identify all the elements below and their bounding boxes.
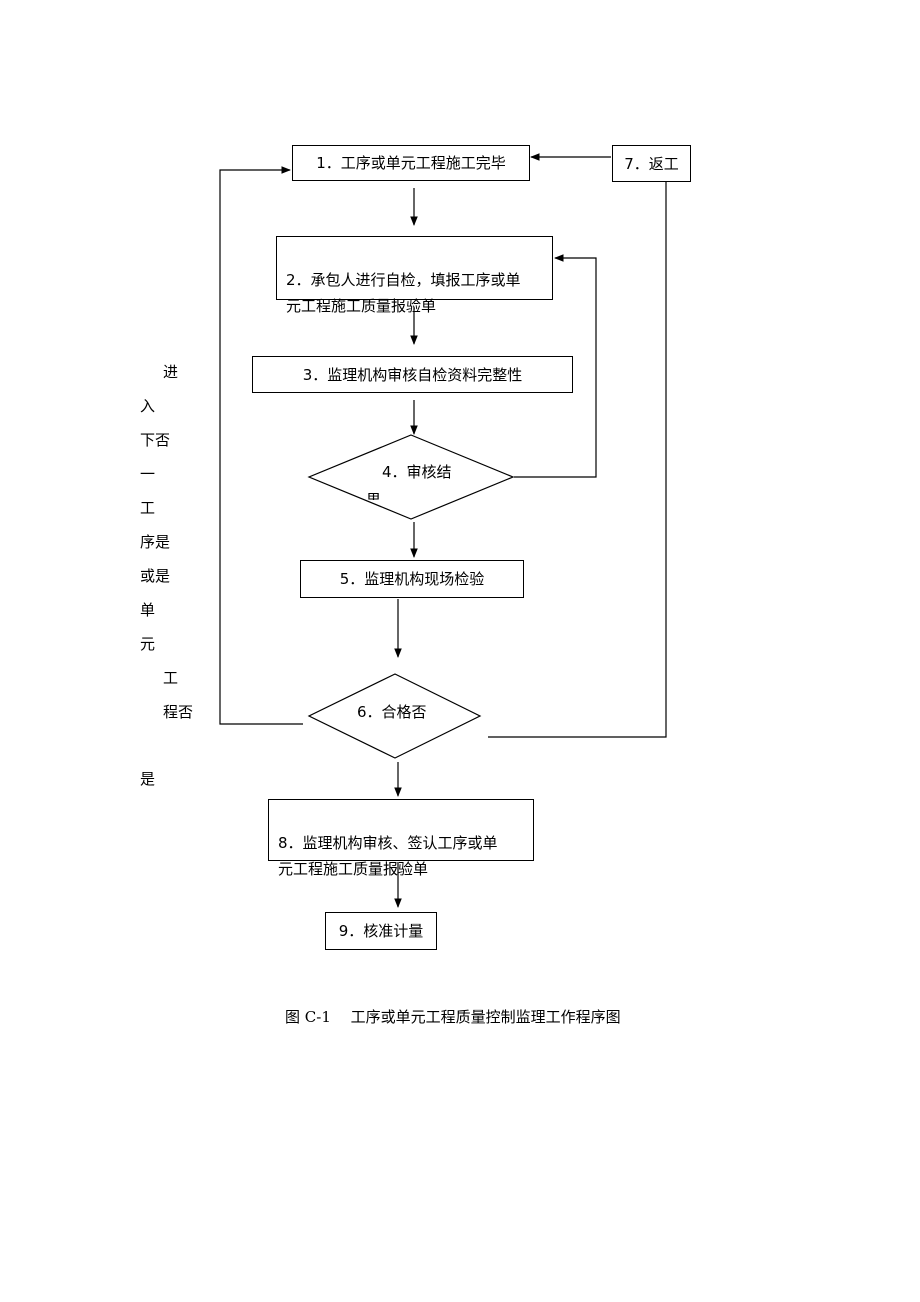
side-label-6: 序是: [140, 533, 171, 551]
step-9-label: 9．核准计量: [338, 922, 424, 940]
loop-6-to-1: [219, 166, 303, 725]
side-label-9: 元: [140, 635, 156, 653]
step-1-label: 1．工序或单元工程施工完毕: [316, 154, 506, 172]
side-label-10: 工: [163, 669, 179, 687]
step-2-box: 2．承包人进行自检，填报工序或单 元工程施工质量报验单: [276, 236, 553, 315]
side-label-7: 或是: [140, 567, 171, 585]
step-3-box: 3．监理机构审核自检资料完整性: [252, 356, 573, 393]
decision-diamond-4: [307, 434, 515, 520]
step-7-label: 7．返工: [624, 154, 679, 173]
side-label-5: 工: [140, 499, 156, 517]
step-8-box: 8．监理机构审核、签认工序或单 元工程施工质量报验单: [268, 799, 534, 878]
side-label-8: 单: [140, 601, 156, 619]
step-2-label: 2．承包人进行自检，填报工序或单 元工程施工质量报验单: [286, 271, 521, 315]
step-3-label: 3．监理机构审核自检资料完整性: [302, 365, 523, 384]
step-9-box: 9．核准计量: [325, 912, 437, 950]
step-7-box: 7．返工: [612, 145, 691, 182]
step-4-clipped-char: 果: [366, 491, 382, 500]
decision-diamond-6: [307, 673, 482, 759]
side-label-1: 进: [163, 363, 179, 381]
step-5-label: 5．监理机构现场检验: [339, 570, 485, 588]
step-8-label: 8．监理机构审核、签认工序或单 元工程施工质量报验单: [278, 834, 498, 878]
step-4-label: 4．审核结: [382, 463, 452, 481]
loop-4-to-2: [514, 254, 597, 478]
loop-6-to-7: [488, 182, 667, 738]
step-5-box: 5．监理机构现场检验: [300, 560, 524, 598]
side-label-2: 入: [140, 397, 156, 415]
figure-caption: 图 C-1 工序或单元工程质量控制监理工作程序图: [285, 1008, 621, 1026]
side-label-3: 下否: [140, 431, 171, 449]
side-label-11: 程否: [163, 703, 194, 721]
side-label-4: 一: [140, 465, 156, 483]
side-label-12: 是: [140, 770, 156, 788]
step-1-box: 1．工序或单元工程施工完毕: [292, 145, 530, 181]
step-6-label: 6．合格否: [357, 703, 427, 721]
